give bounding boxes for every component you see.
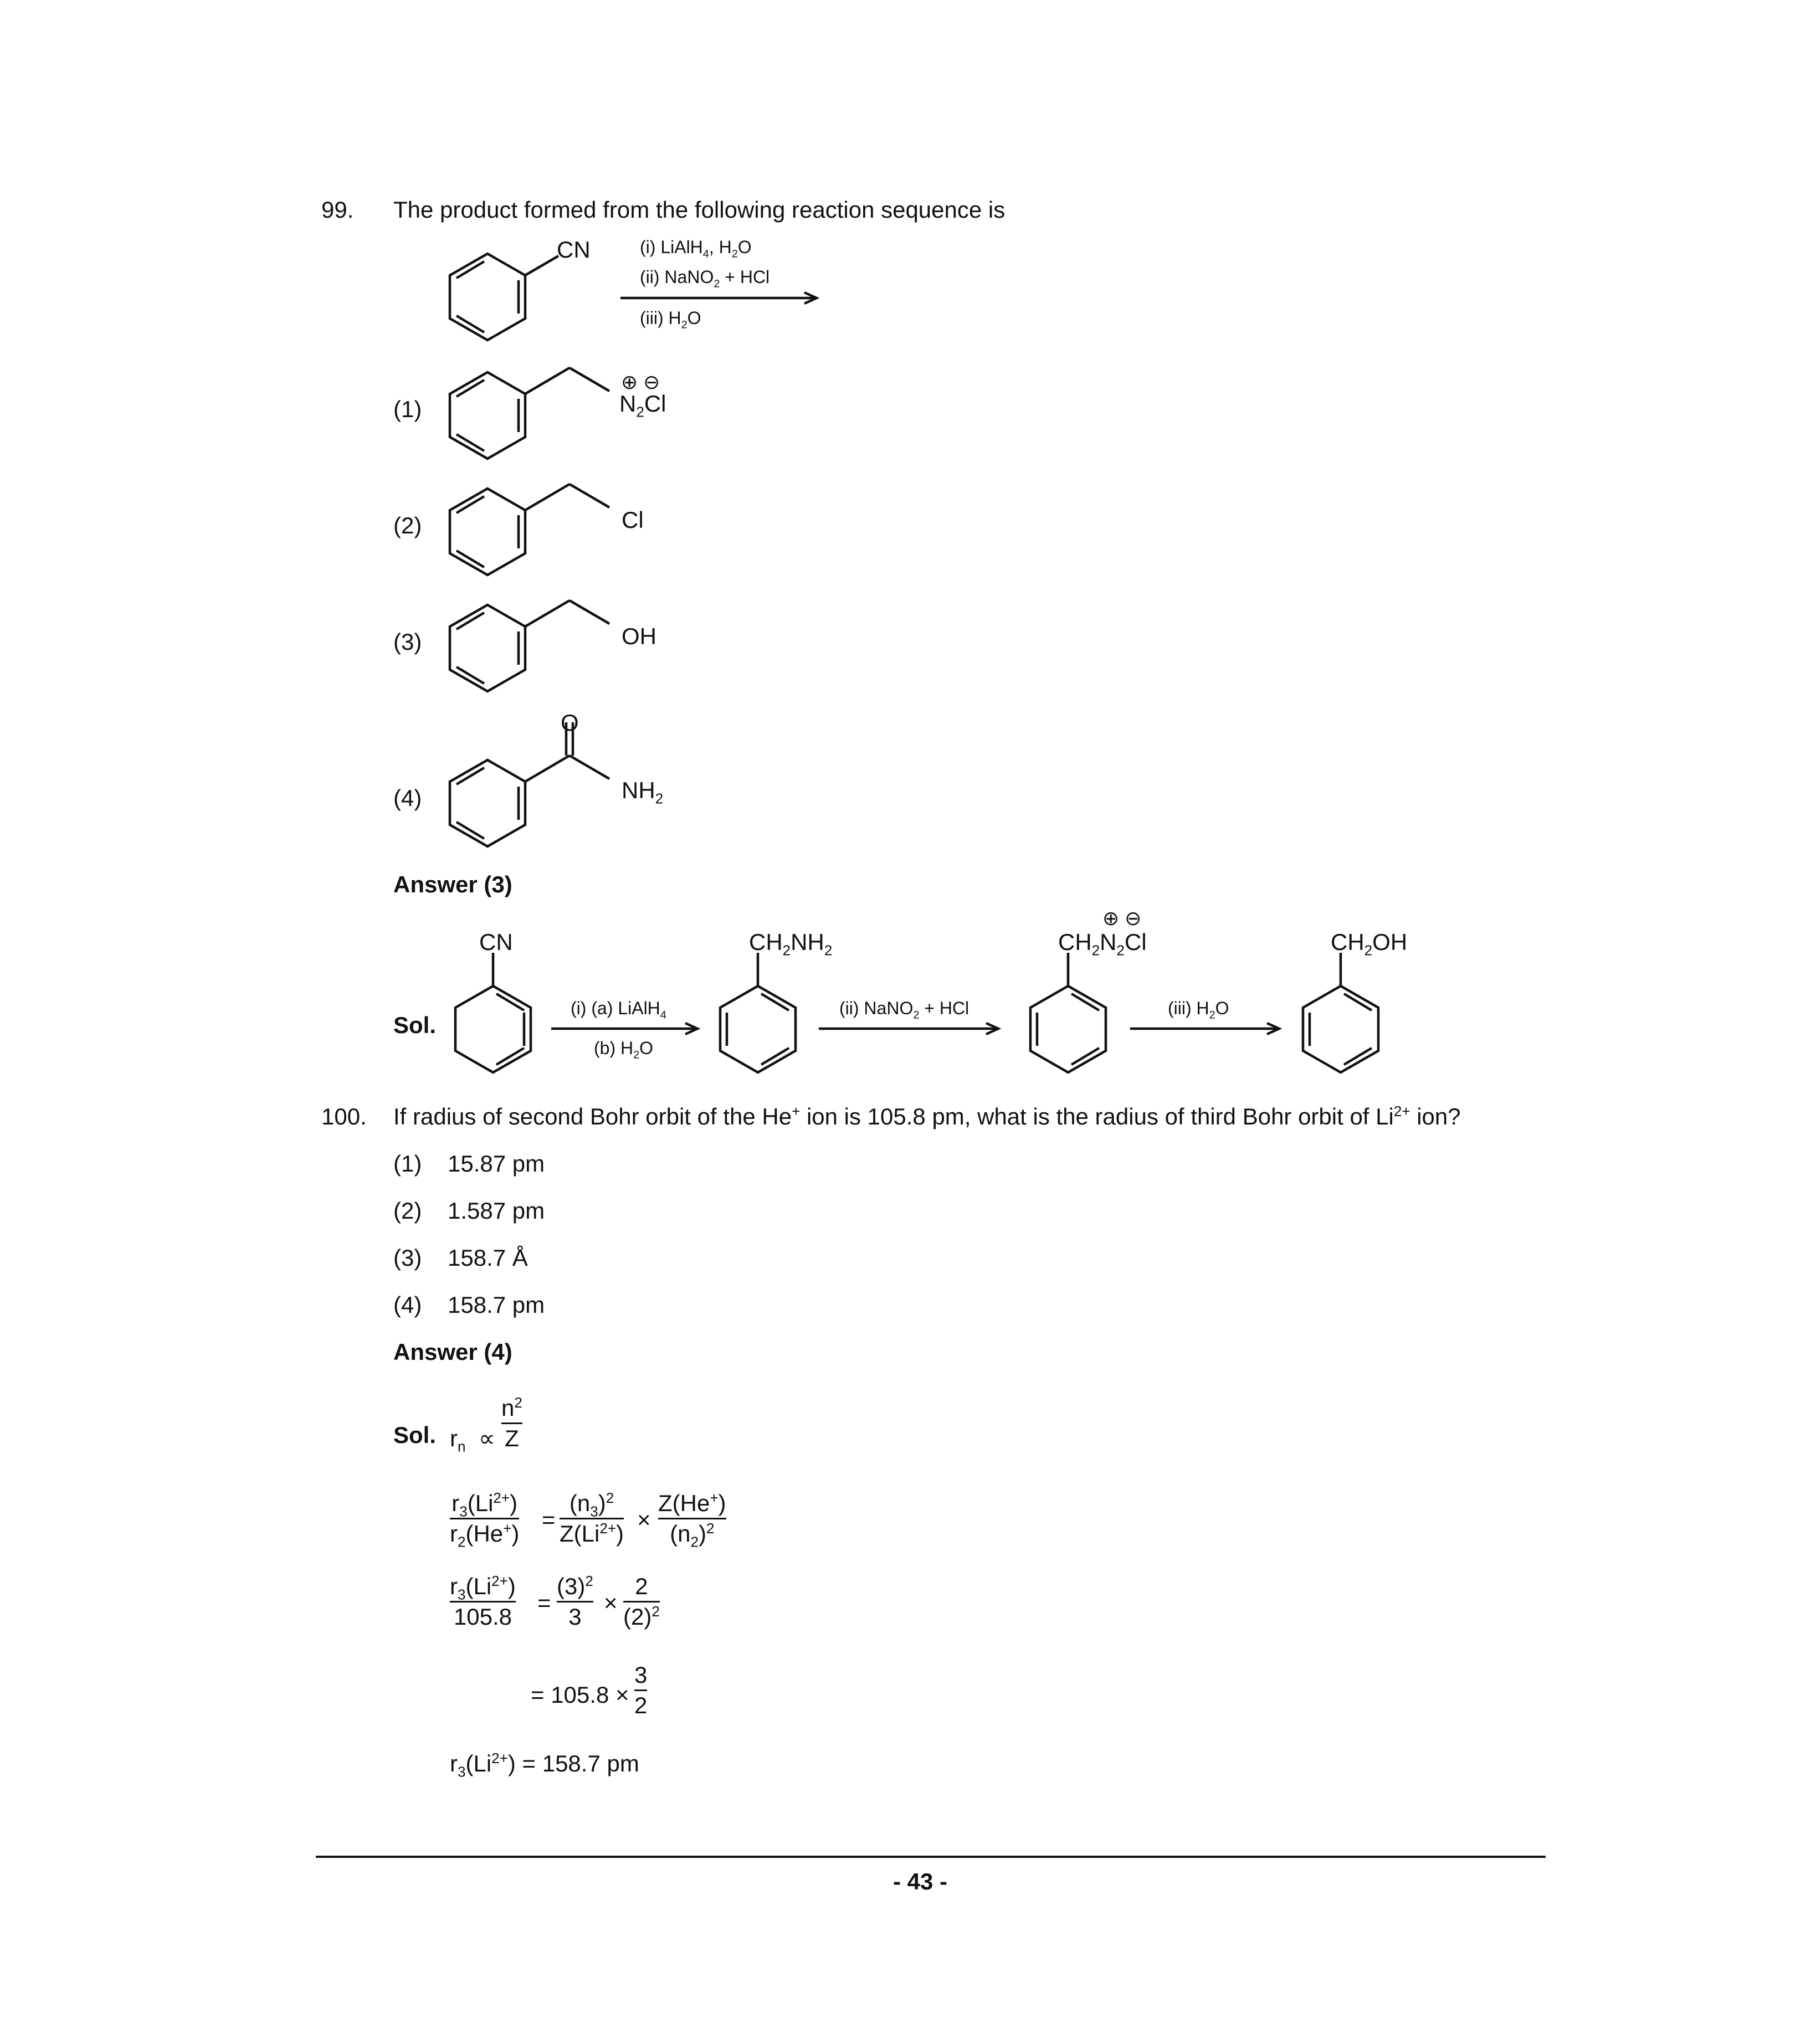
equals-sign-1: = bbox=[542, 1507, 556, 1533]
answer-100: Answer (4) bbox=[393, 1339, 512, 1365]
sol-group-2: CH2NH2 bbox=[749, 929, 833, 959]
option-99-4-label: (4) bbox=[393, 785, 422, 811]
option-99-1-label: (1) bbox=[393, 396, 422, 422]
equals-sign-2: = bbox=[537, 1590, 551, 1616]
reactant-benzene-ring bbox=[448, 252, 560, 342]
option-100-3-text: 158.7 Å bbox=[448, 1245, 528, 1271]
answer-99: Answer (3) bbox=[393, 871, 512, 897]
sol-group-1: CN bbox=[479, 929, 513, 955]
sol-arrow-3 bbox=[1130, 1021, 1282, 1036]
reactant-group-label: CN bbox=[557, 237, 591, 263]
option-4-structure bbox=[448, 722, 610, 848]
proportionality-lhs: rn ∝ bbox=[450, 1425, 495, 1455]
sol-reagent-1b: (b) H2O bbox=[594, 1038, 654, 1061]
sol-benzene-1 bbox=[454, 953, 532, 1074]
option-100-1-label: (1) bbox=[393, 1151, 422, 1177]
option-4-group: NH2 bbox=[622, 777, 664, 807]
sol-group-3-charges: ⊕ ⊖ bbox=[1102, 907, 1142, 929]
sol-reagent-3: (iii) H2O bbox=[1168, 998, 1229, 1021]
substituted-z-term: 2(2)2 bbox=[623, 1573, 660, 1630]
page-number: - 43 - bbox=[893, 1868, 948, 1894]
option-100-4-label: (4) bbox=[393, 1292, 422, 1318]
option-2-structure bbox=[448, 483, 610, 577]
option-1-structure bbox=[448, 367, 610, 460]
sol-arrow-2 bbox=[819, 1021, 1002, 1036]
sol-benzene-2 bbox=[719, 953, 797, 1074]
solution-99-label: Sol. bbox=[393, 1012, 437, 1038]
reagent-line-1: (i) LiAlH4, H2O bbox=[640, 237, 752, 260]
reaction-arrow bbox=[620, 291, 820, 305]
option-99-2-label: (2) bbox=[393, 512, 422, 538]
times-sign-1: × bbox=[637, 1507, 651, 1533]
solution-100-label: Sol. bbox=[393, 1422, 437, 1448]
option-1-group: N2Cl bbox=[619, 391, 666, 420]
sol-group-4: CH2OH bbox=[1331, 929, 1408, 959]
sol-benzene-3 bbox=[1029, 953, 1107, 1074]
sol-reagent-2: (ii) NaNO2 + HCl bbox=[839, 998, 969, 1021]
sol-benzene-4 bbox=[1301, 953, 1380, 1074]
question-99-number: 99. bbox=[321, 197, 354, 223]
times-sign-2: × bbox=[604, 1590, 618, 1616]
option-100-2-text: 1.587 pm bbox=[448, 1198, 545, 1224]
option-2-group: Cl bbox=[622, 507, 644, 533]
footer-divider bbox=[316, 1856, 1546, 1858]
sol-arrow-1 bbox=[551, 1021, 701, 1036]
option-4-carbonyl-oxygen: O bbox=[561, 710, 579, 736]
option-99-3-label: (3) bbox=[393, 629, 422, 655]
ratio-lhs: r3(Li2+)r2(He+) bbox=[450, 1490, 520, 1550]
option-100-1-text: 15.87 pm bbox=[448, 1151, 545, 1177]
option-3-structure bbox=[448, 599, 610, 693]
sol-group-3: CH2N2Cl bbox=[1058, 929, 1147, 959]
substituted-lhs: r3(Li2+)105.8 bbox=[450, 1573, 516, 1630]
question-99-text: The product formed from the following re… bbox=[393, 197, 1005, 223]
option-100-3-label: (3) bbox=[393, 1245, 422, 1271]
question-100-number: 100. bbox=[321, 1103, 367, 1129]
question-100-text: If radius of second Bohr orbit of the He… bbox=[393, 1103, 1461, 1129]
option-100-2-label: (2) bbox=[393, 1198, 422, 1224]
option-1-charges: ⊕ ⊖ bbox=[621, 371, 660, 393]
reagent-line-3: (iii) H2O bbox=[640, 308, 701, 331]
option-3-group: OH bbox=[622, 623, 656, 649]
reagent-line-2: (ii) NaNO2 + HCl bbox=[640, 267, 770, 290]
option-100-4-text: 158.7 pm bbox=[448, 1292, 545, 1318]
ratio-z-term: Z(He+)(n2)2 bbox=[658, 1490, 726, 1550]
final-result: r3(Li2+) = 158.7 pm bbox=[450, 1750, 639, 1780]
sol-reagent-1a: (i) (a) LiAlH4 bbox=[571, 998, 666, 1021]
simplified-expression: = 105.8 × bbox=[531, 1682, 629, 1708]
